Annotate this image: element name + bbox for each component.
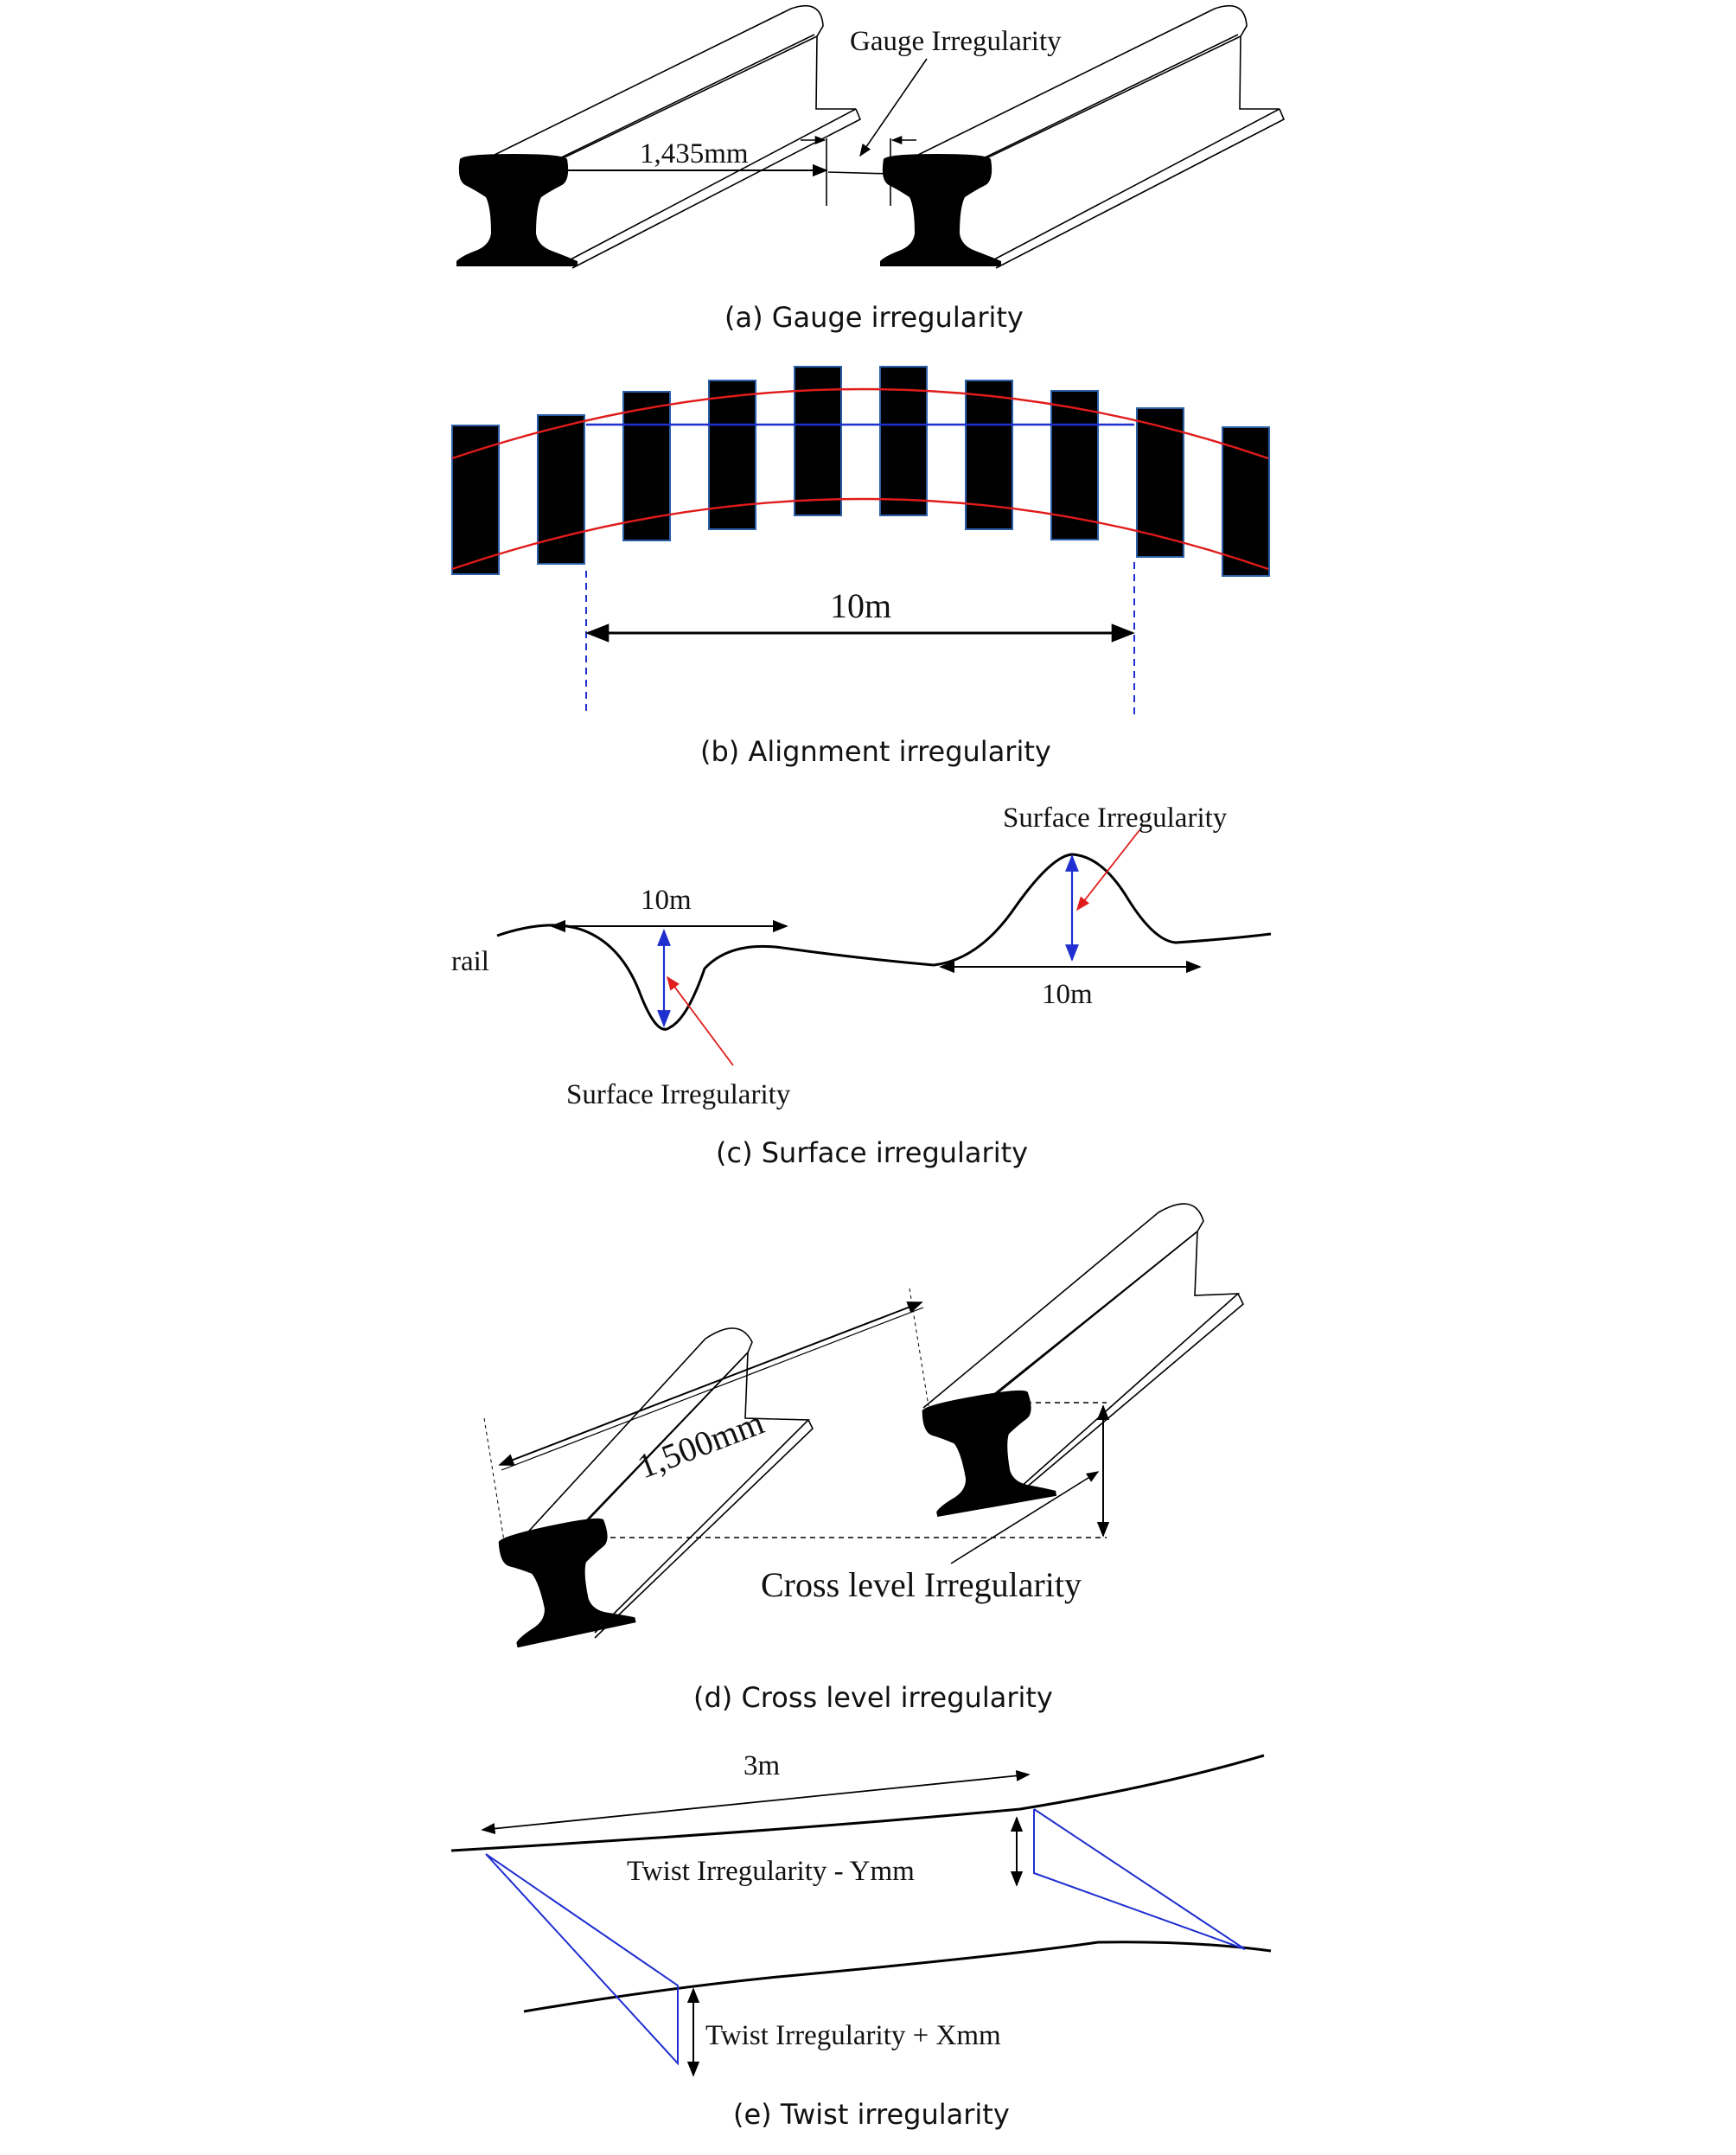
dip-leader-arrow bbox=[667, 975, 734, 1066]
panel-b-alignment: 10m (b) Alignment irregularity bbox=[451, 366, 1270, 768]
twist-plus-label: Twist Irregularity + Xmm bbox=[705, 2020, 1001, 2051]
rail-line-upper bbox=[451, 387, 1269, 460]
rail-line-lower bbox=[451, 497, 1269, 571]
cross-level-label: Cross level Irregularity bbox=[761, 1565, 1082, 1604]
cross-level-leader-arrow bbox=[950, 1471, 1100, 1564]
panel-d-cross-level: 1,500mm Cross level Irregularity (d) Cro… bbox=[483, 1203, 1244, 1714]
right-rail bbox=[916, 4, 1286, 269]
extension-line-left bbox=[483, 1417, 506, 1547]
twist-base-label: 3m bbox=[744, 1750, 781, 1781]
sleeper bbox=[794, 366, 842, 516]
sleepers bbox=[451, 366, 1270, 577]
cross-level-distance-label: 1,500mm bbox=[632, 1403, 769, 1487]
left-rail bbox=[492, 4, 862, 269]
rail-line-top bbox=[450, 1754, 1265, 1852]
caption-d: (d) Cross level irregularity bbox=[693, 1681, 1053, 1714]
twist-minus-label: Twist Irregularity - Ymm bbox=[627, 1856, 915, 1887]
chord-length-label: 10m bbox=[830, 586, 891, 625]
sleeper bbox=[1222, 426, 1270, 577]
sleeper bbox=[537, 414, 585, 565]
caption-b: (b) Alignment irregularity bbox=[700, 735, 1051, 768]
dip-surface-label: Surface Irregularity bbox=[566, 1079, 791, 1110]
panel-c-surface: rail 10m Surface Irregularity Surface Ir… bbox=[451, 803, 1272, 1169]
right-rail-section-inclined bbox=[917, 1384, 1057, 1518]
bump-surface-label: Surface Irregularity bbox=[1003, 803, 1228, 834]
caption-c: (c) Surface irregularity bbox=[716, 1136, 1028, 1169]
extension-line-right bbox=[909, 1288, 929, 1407]
gauge-gap-line bbox=[827, 171, 891, 175]
caption-e: (e) Twist irregularity bbox=[733, 2098, 1010, 2131]
caption-a: (a) Gauge irregularity bbox=[724, 301, 1024, 334]
gauge-value-label: 1,435mm bbox=[640, 138, 749, 169]
panel-a-gauge: Gauge Irregularity 1,435mm (a) Gauge irr… bbox=[456, 4, 1286, 334]
twist-triangle-left bbox=[485, 1853, 679, 2066]
cross-level-distance-arrow bbox=[498, 1301, 923, 1466]
gauge-irregularity-label: Gauge Irregularity bbox=[850, 26, 1062, 57]
right-rail-inclined bbox=[922, 1203, 1244, 1493]
bump-length-label: 10m bbox=[1042, 979, 1093, 1010]
twist-triangle-right bbox=[1033, 1808, 1246, 1950]
right-rail-section bbox=[880, 154, 1001, 266]
left-rail-section-inclined bbox=[494, 1512, 636, 1648]
sleeper bbox=[451, 425, 500, 575]
twist-base-arrow bbox=[481, 1770, 1031, 1834]
rail-label: rail bbox=[451, 946, 489, 977]
rail-profile-line bbox=[496, 853, 1272, 1031]
panel-e-twist: 3m Twist Irregularity - Ymm Twist Irregu… bbox=[450, 1750, 1272, 2131]
gauge-leader-arrow bbox=[859, 58, 928, 157]
dip-length-label: 10m bbox=[641, 885, 692, 916]
bump-leader-arrow bbox=[1076, 829, 1140, 911]
rail-line-bottom bbox=[523, 1941, 1272, 2013]
